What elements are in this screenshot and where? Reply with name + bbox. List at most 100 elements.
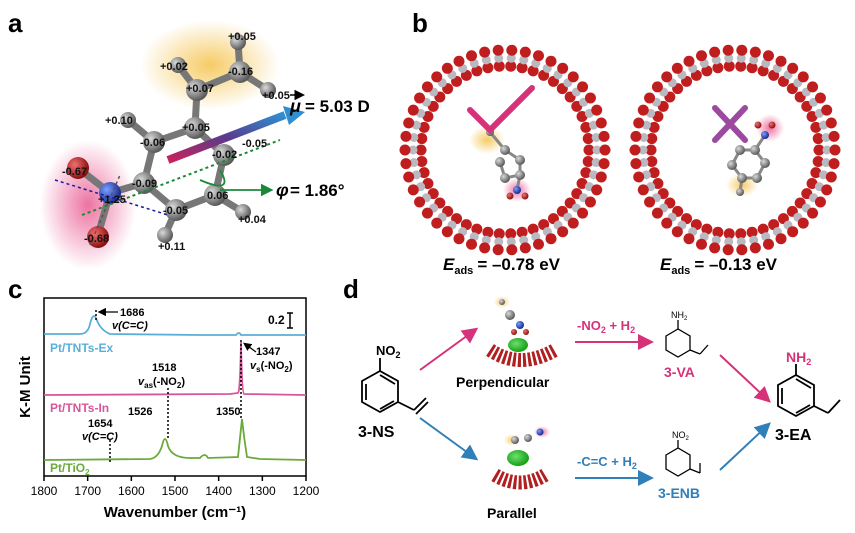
nanotube-atom [403, 117, 415, 129]
nanotube-atom [806, 111, 818, 123]
nanotube-atom [441, 62, 453, 74]
nanotube-atom [810, 121, 822, 133]
nanotube-atom [595, 171, 607, 183]
nitro-glow [40, 140, 136, 270]
dipole-value: = 5.03 D [305, 97, 370, 116]
nanotube-atom [482, 226, 494, 238]
nanotube-atom [494, 53, 504, 63]
nanotube-atom [810, 167, 822, 179]
nanotube-atom [414, 196, 426, 208]
nanotube-atom [492, 44, 504, 56]
nanotube-atom [812, 155, 824, 167]
spectrum-pt-tio2 [43, 418, 307, 461]
nanotube-atom [821, 104, 833, 116]
nanotube-atom [723, 60, 735, 72]
nanotube-atom [431, 217, 443, 229]
svg-text:NO2: NO2 [376, 343, 401, 360]
3va-structure [665, 320, 709, 358]
panel-a-letter: a [8, 8, 23, 38]
panel-a-molecule [40, 20, 305, 270]
nanotube-atom [506, 237, 516, 247]
charge-label: -0.16 [228, 66, 253, 78]
nanotube-atom [399, 144, 411, 156]
nanotube-atom [807, 81, 819, 93]
peak-label: 1347 [256, 346, 280, 358]
svg-text:-C=C + H2: -C=C + H2 [577, 454, 637, 471]
nanotube-atom [567, 217, 579, 229]
nanotube-atom [580, 167, 592, 179]
charge-label: +0.04 [238, 214, 267, 226]
peak-label: 1350 [216, 406, 240, 418]
nanotube-atom [532, 50, 544, 62]
enb-nitro-label: NO [672, 430, 686, 440]
nanotube-atom [557, 226, 569, 238]
3ea-structure [777, 364, 841, 418]
nanotube-atom [479, 46, 491, 58]
nanotube-atom [482, 62, 494, 74]
nanotube-atom [584, 196, 596, 208]
nanotube-atom [567, 71, 579, 83]
nanotube-atom [661, 217, 673, 229]
nanotube-atom [595, 117, 607, 129]
panel-b-letter: b [412, 8, 428, 38]
nanotube-atom [735, 60, 747, 72]
nanotube-atom [591, 132, 601, 142]
nanotube-atom [701, 223, 713, 235]
nanotube-atom [746, 226, 758, 238]
nanotube-atom [749, 235, 759, 245]
x-tick-label: 1400 [205, 484, 232, 498]
nanotube-atom [637, 184, 649, 196]
eads-symbol: E [443, 255, 455, 274]
legend-pt-tio2: Pt/TiO [50, 461, 85, 475]
bottom-reaction: -C=C + H [577, 454, 632, 469]
svg-text:Pt/TiO2: Pt/TiO2 [50, 461, 90, 477]
charge-label: +0.05 [182, 122, 210, 134]
3ns-structure [361, 358, 429, 415]
charge-label: -0.09 [132, 178, 157, 190]
nanotube-atom [797, 71, 809, 83]
top-reaction-rest: + H [606, 318, 630, 333]
x-axis-label: Wavenumber (cm⁻¹) [104, 504, 246, 521]
panel-c-letter: c [8, 274, 22, 304]
path-perpendicular-arrow [419, 327, 479, 371]
nanotube-atom [516, 226, 528, 238]
nanotube-atom [580, 121, 592, 133]
nanotube-atom [775, 55, 787, 67]
nanotube-atom [416, 155, 428, 167]
3enb-structure [665, 440, 701, 477]
perpendicular-label: Perpendicular [456, 374, 550, 390]
svg-text:NH2: NH2 [786, 349, 811, 367]
nanotube-atom [629, 144, 641, 156]
nanotube-atom [466, 238, 478, 250]
nanotube-atom [828, 130, 840, 142]
nanotube-atom [598, 158, 610, 170]
nanotube-atom [416, 133, 428, 145]
nanotube-atom [683, 233, 695, 245]
x-tick-label: 1800 [31, 484, 58, 498]
charge-label: -0.02 [212, 149, 237, 161]
nanotube-atom [696, 50, 708, 62]
eads-symbol: E [660, 255, 672, 274]
nanotube-atom [757, 65, 769, 77]
nanotube-atom [825, 171, 837, 183]
charge-label: -0.68 [84, 233, 109, 245]
nanotube-atom [421, 207, 433, 219]
nanotube-atom [584, 92, 596, 104]
nanotube-atom [582, 155, 594, 167]
nanotube-atom [598, 130, 610, 142]
nanotube-atom [644, 92, 656, 104]
nanotube-atom [421, 81, 433, 93]
nanotube-atom [494, 237, 504, 247]
nanotube-atom [736, 44, 748, 56]
nanotube-atom [519, 46, 531, 58]
nanotube-atom [415, 144, 427, 156]
spectrum-pt-tnts-ex [44, 315, 306, 336]
peak-assignment: (-NO [153, 376, 177, 388]
nanotube-atom [639, 158, 649, 168]
nanotube-atom [576, 111, 588, 123]
nanotube-atom [407, 184, 419, 196]
x-tick-label: 1700 [74, 484, 101, 498]
nanotube-atom [651, 207, 663, 219]
nanotube-atom [545, 233, 557, 245]
